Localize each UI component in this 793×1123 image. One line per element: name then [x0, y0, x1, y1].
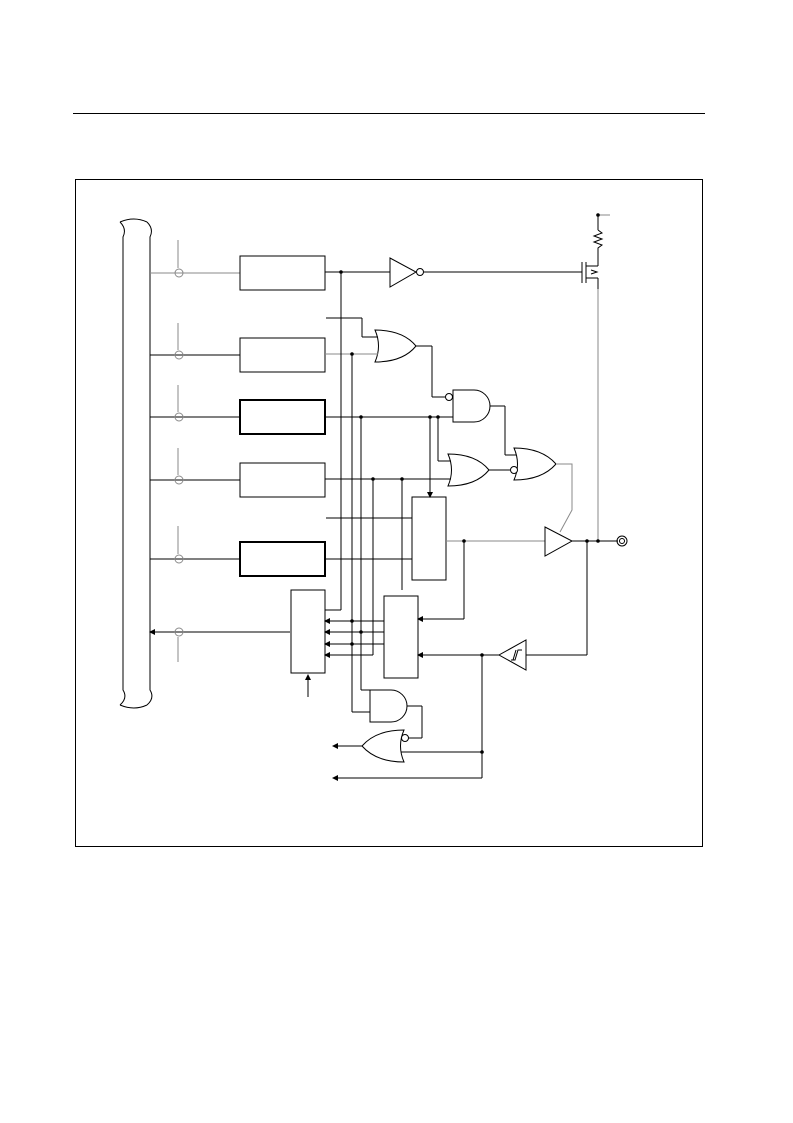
register-block-1: [239, 255, 326, 291]
pull-up-resistor: [592, 229, 604, 266]
pin-terminal: [616, 535, 628, 547]
register-block-2: [239, 337, 326, 373]
register-block-3: [239, 399, 326, 435]
and-gate-1: [452, 389, 491, 423]
figure-frame: [75, 179, 703, 847]
bus-taps: [149, 240, 290, 662]
pull-up-transistor: [581, 213, 610, 289]
or-gate-3: [513, 447, 557, 481]
schmitt-trigger-buffer: [497, 639, 527, 671]
inverter: [389, 257, 418, 288]
internal-bus: [119, 221, 153, 706]
register-block-4: [239, 462, 326, 498]
output-buffer: [544, 526, 574, 557]
or-gate-4: [361, 729, 405, 763]
register-block-5: [239, 541, 326, 577]
or-gate-2: [447, 453, 490, 487]
or-gate-1: [374, 329, 417, 363]
and-gate-2: [369, 689, 408, 723]
header-rule: [73, 113, 705, 114]
output-control-block: [411, 496, 447, 581]
input-latch-block: [383, 595, 419, 679]
read-multiplexer: [290, 589, 326, 674]
